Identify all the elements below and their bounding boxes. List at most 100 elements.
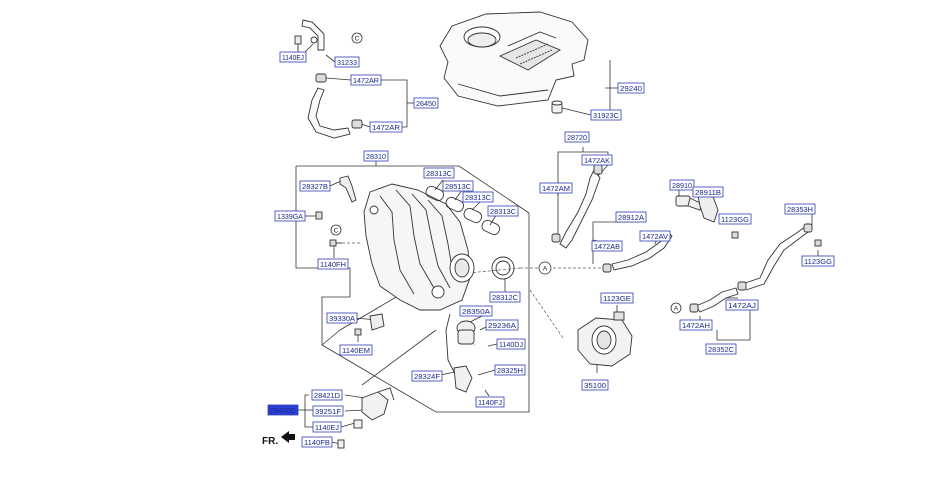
part-label-p29240[interactable]: 29240 — [617, 82, 645, 94]
part-label-text[interactable]: 28313C — [465, 193, 492, 202]
part-label-box[interactable] — [784, 203, 816, 215]
part-label-text[interactable]: 28911B — [695, 188, 721, 197]
part-label-p28310[interactable]: 28310 — [363, 150, 389, 162]
part-label-text[interactable]: 35100 — [584, 381, 606, 390]
part-label-p1472ar_2[interactable]: 1472AR — [369, 121, 403, 133]
part-label-p28910[interactable]: 28910 — [669, 179, 695, 191]
part-label-box[interactable] — [725, 299, 759, 311]
part-label-text[interactable]: 1140FJ — [478, 398, 502, 407]
part-label-box[interactable] — [423, 167, 455, 179]
part-label-box[interactable] — [679, 319, 713, 331]
part-label-box[interactable] — [442, 180, 474, 192]
part-label-text[interactable]: 28353H — [787, 205, 813, 214]
part-label-text[interactable]: 31233 — [337, 58, 357, 67]
part-label-text[interactable]: 28350A — [462, 307, 490, 316]
part-label-p31923c[interactable]: 31923C — [590, 109, 622, 121]
part-label-p28911b[interactable]: 28911B — [692, 186, 724, 198]
part-label-text[interactable]: 1140FB — [304, 438, 330, 447]
part-label-box[interactable] — [692, 186, 724, 198]
part-label-p28353h[interactable]: 28353H — [784, 203, 816, 215]
part-label-p1123ge[interactable]: 1123GE — [600, 292, 634, 304]
part-label-text[interactable]: 1472AR — [353, 76, 380, 85]
part-label-box[interactable] — [334, 56, 360, 68]
part-label-text[interactable]: 1140FH — [320, 260, 346, 269]
part-label-text[interactable]: 28327B — [302, 182, 328, 191]
part-label-text[interactable]: 28325H — [497, 366, 523, 375]
part-label-p1140ej_top[interactable]: 1140EJ — [279, 51, 307, 63]
part-label-text[interactable]: 28720 — [567, 133, 587, 142]
part-label-box[interactable] — [718, 213, 752, 225]
part-label-text[interactable]: 1472AB — [594, 242, 620, 251]
part-label-text[interactable]: 28912A — [618, 213, 644, 222]
part-label-text[interactable]: 1123GE — [603, 294, 631, 303]
part-label-box[interactable] — [311, 389, 343, 401]
part-label-p1472av[interactable]: 1472AV — [639, 230, 671, 242]
part-label-p28312c[interactable]: 28312C — [489, 291, 521, 303]
part-label-p1472aj[interactable]: 1472AJ — [725, 299, 759, 311]
part-label-text[interactable]: 1472AM — [542, 184, 570, 193]
part-label-box[interactable] — [591, 240, 623, 252]
part-label-text[interactable]: 28313C — [426, 169, 453, 178]
part-label-p1123gg_1[interactable]: 1123GG — [718, 213, 752, 225]
part-label-p1140ej_bot[interactable]: 1140EJ — [312, 421, 342, 433]
part-label-text[interactable]: 1472AR — [372, 123, 401, 132]
part-label-text[interactable]: 28324F — [414, 372, 440, 381]
part-label-box[interactable] — [496, 338, 526, 350]
part-label-p1472ah[interactable]: 1472AH — [679, 319, 713, 331]
part-label-p28513c[interactable]: 28513C — [442, 180, 474, 192]
part-label-box[interactable] — [705, 343, 737, 355]
part-label-box[interactable] — [312, 421, 342, 433]
part-label-box[interactable] — [459, 305, 493, 317]
part-label-box[interactable] — [299, 180, 331, 192]
part-label-text[interactable]: 28910 — [672, 181, 692, 190]
part-label-text[interactable]: 29236A — [488, 321, 516, 330]
part-label-p35100[interactable]: 35100 — [581, 379, 609, 391]
part-label-box[interactable] — [274, 210, 306, 222]
part-label-p29236a[interactable]: 29236A — [485, 319, 519, 331]
part-label-box[interactable] — [487, 205, 519, 217]
part-label-p39330a[interactable]: 39330A — [326, 312, 358, 324]
part-label-text[interactable]: 28313C — [490, 207, 517, 216]
part-label-text[interactable]: 39251F — [315, 407, 341, 416]
part-label-p1140dj[interactable]: 1140DJ — [496, 338, 526, 350]
part-label-text[interactable]: 1472AV — [642, 232, 668, 241]
part-label-p28912a[interactable]: 28912A — [615, 211, 647, 223]
part-label-p28313c_1[interactable]: 28313C — [423, 167, 455, 179]
part-label-p1472ak[interactable]: 1472AK — [581, 154, 613, 166]
part-label-text[interactable]: 28513C — [445, 182, 472, 191]
part-label-box[interactable] — [411, 370, 443, 382]
part-label-box[interactable] — [615, 211, 647, 223]
part-label-p28720[interactable]: 28720 — [564, 131, 590, 143]
part-label-text[interactable]: 29240 — [620, 84, 642, 93]
part-label-box[interactable] — [413, 97, 439, 109]
part-label-box[interactable] — [639, 230, 671, 242]
part-label-box[interactable] — [590, 109, 622, 121]
part-label-box[interactable] — [494, 364, 526, 376]
part-label-box[interactable] — [669, 179, 695, 191]
part-label-text[interactable]: 28352C — [708, 345, 735, 354]
part-label-text[interactable]: 1472AK — [584, 156, 610, 165]
part-label-p28352c[interactable]: 28352C — [705, 343, 737, 355]
part-label-text[interactable]: 1140EJ — [282, 53, 304, 62]
part-label-p28350a[interactable]: 28350A — [459, 305, 493, 317]
part-label-p1339ga[interactable]: 1339GA — [274, 210, 306, 222]
part-label-p1140fj[interactable]: 1140FJ — [475, 396, 505, 408]
part-label-box[interactable] — [279, 51, 307, 63]
part-label-text[interactable]: 1123GG — [721, 215, 749, 224]
part-label-p28421d[interactable]: 28421D — [311, 389, 343, 401]
part-label-box[interactable] — [475, 396, 505, 408]
part-label-text[interactable]: 1472AH — [682, 321, 710, 330]
part-label-box[interactable] — [312, 405, 344, 417]
part-label-p28313c_2[interactable]: 28313C — [462, 191, 494, 203]
part-label-box[interactable] — [617, 82, 645, 94]
part-label-p28327b[interactable]: 28327B — [299, 180, 331, 192]
part-label-box[interactable] — [462, 191, 494, 203]
part-label-p39251f[interactable]: 39251F — [312, 405, 344, 417]
part-label-p1140fb[interactable]: 1140FB — [301, 436, 333, 448]
part-label-box[interactable] — [600, 292, 634, 304]
part-label-p28325h[interactable]: 28325H — [494, 364, 526, 376]
part-label-text[interactable]: 1339GA — [277, 212, 303, 221]
part-label-p28313c_3[interactable]: 28313C — [487, 205, 519, 217]
part-label-text[interactable]: 26450 — [416, 99, 436, 108]
part-label-box[interactable] — [581, 379, 609, 391]
